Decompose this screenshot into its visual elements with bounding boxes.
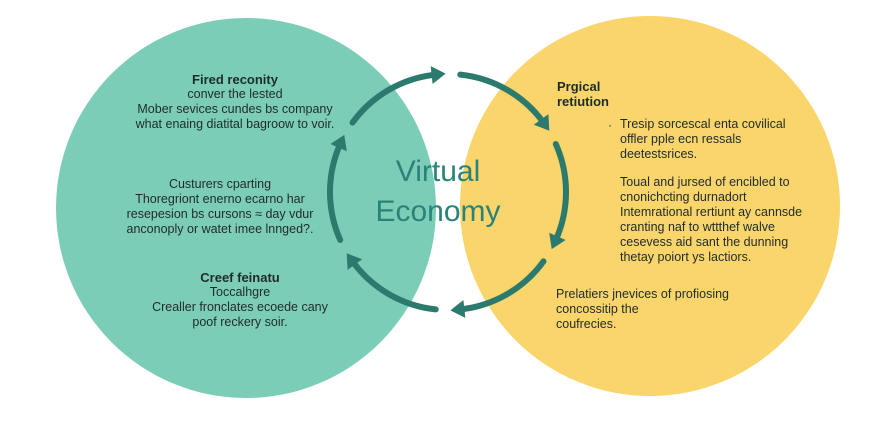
left-block-1-line: conver the lested <box>187 87 283 101</box>
right-block-2-line: deetestsrices. <box>620 147 698 161</box>
right-block-2-line: offler pple ecn ressals <box>620 132 742 146</box>
left-block-3-heading: Creef feinatu <box>200 270 280 285</box>
left-block-3-line: Toccalhgre <box>209 285 271 299</box>
arrowhead-icon <box>533 114 550 131</box>
right-block-2-line: Tresip sorcescal enta covilical <box>620 117 786 131</box>
arrowhead-icon <box>450 300 466 318</box>
cycle-arc <box>457 258 547 313</box>
cycle-arc <box>457 71 547 126</box>
right-block-3-line: Toual and jursed of encibled to <box>620 175 790 189</box>
left-block-2-line: Custurers cparting <box>168 177 272 191</box>
right-block-1-line: retiution <box>557 94 609 109</box>
right-circle <box>460 16 840 396</box>
left-block-2-line: resepesion bs cursons ≈ day vdur <box>126 207 314 221</box>
center-title: Virtual Economy <box>338 152 538 232</box>
right-block-1: Prgical retiution <box>557 79 677 109</box>
right-block-3-line: Intemrational rertiunt ay cannsde <box>620 205 803 219</box>
right-block-3-line: cesevess aid sant the dunning <box>620 235 789 249</box>
left-block-1-heading: Fired reconity <box>192 72 278 87</box>
arrowhead-icon <box>549 232 566 250</box>
bullet-glyph: · <box>608 118 612 132</box>
right-block-4-line: coufrecies. <box>556 317 617 331</box>
left-block-1-line: what enaing diatital bagroow to voir. <box>135 117 335 131</box>
left-block-3: Creef feinatu Toccalhgre Crealler froncl… <box>115 270 365 330</box>
right-block-3-line: thetay poiort ys lactiors. <box>620 250 752 264</box>
center-title-line1: Virtual <box>395 155 481 188</box>
right-block-2: Tresip sorcescal enta covilical offler p… <box>620 117 820 162</box>
left-block-3-line: poof reckery soir. <box>192 315 288 329</box>
cycle-arc <box>349 258 439 313</box>
arrowhead-icon <box>430 66 446 84</box>
right-block-4: Prelatiers jnevices of profiosing concos… <box>556 287 786 332</box>
left-block-1-line: Mober sevices cundes bs company <box>137 102 333 116</box>
cycle-arrows-icon <box>327 66 569 318</box>
arrowhead-icon <box>330 134 347 152</box>
cycle-arc <box>327 141 344 243</box>
left-block-1: Fired reconity conver the lested Mober s… <box>110 72 360 132</box>
cycle-arc <box>552 141 569 243</box>
left-block-2-line: anconoply or watet imee lnnged?. <box>126 222 314 236</box>
left-circle <box>56 18 436 398</box>
left-block-2-line: Thoregriont enerno ecarno har <box>135 192 305 206</box>
right-block-3: Toual and jursed of encibled to cnonichc… <box>620 175 830 265</box>
center-title-line2: Economy <box>375 195 501 228</box>
left-block-2: Custurers cparting Thoregriont enerno ec… <box>95 177 345 237</box>
left-block-3-line: Crealler fronclates ecoede cany <box>152 300 328 314</box>
right-block-3-line: cnonichcting durnadort <box>620 190 747 204</box>
right-block-3-line: cranting naf to wttthef walve <box>620 220 775 234</box>
cycle-arc <box>349 71 439 126</box>
arrowhead-icon <box>346 253 363 270</box>
right-block-4-line: Prelatiers jnevices of profiosing <box>556 287 729 301</box>
right-block-4-line: concossitip the <box>556 302 639 316</box>
right-block-1-heading: Prgical <box>557 79 601 94</box>
